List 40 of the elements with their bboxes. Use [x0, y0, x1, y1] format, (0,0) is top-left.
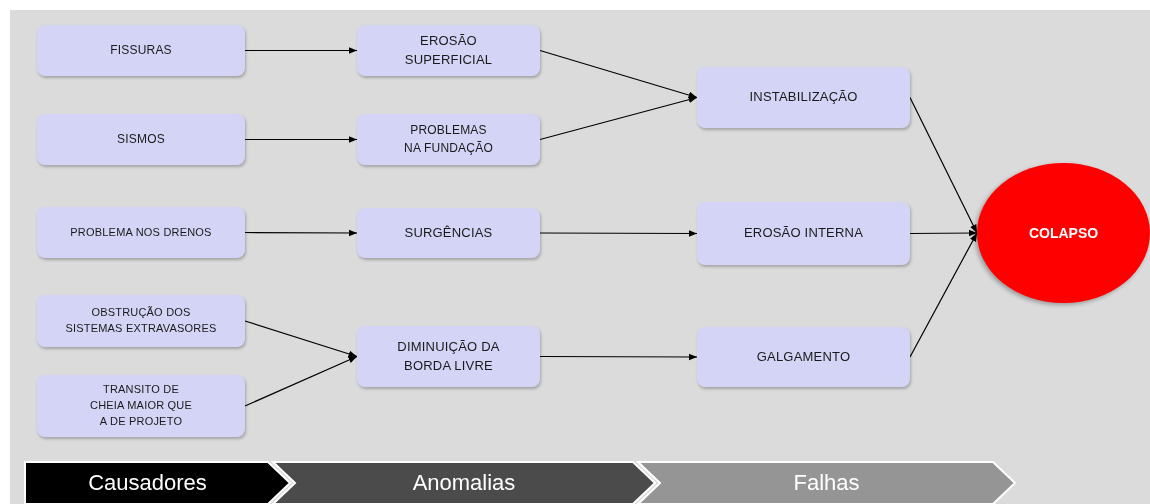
process-box: [697, 67, 910, 128]
node-text: GALGAMENTO: [756, 347, 851, 366]
process-box: [37, 114, 245, 165]
node-text: PROBLEMAS NA FUNDAÇÃO: [403, 122, 494, 157]
stage-label: Anomalias: [412, 470, 516, 496]
process-box: [37, 295, 245, 347]
node-text: COLAPSO: [1028, 225, 1099, 241]
arrow: [539, 230, 698, 237]
node-text: DIMINUIÇÃO DA BORDA LIVRE: [396, 337, 501, 375]
process-box: [697, 202, 910, 265]
process-box: [357, 25, 540, 76]
arrow: [539, 49, 698, 99]
node-text: SISMOS: [117, 130, 165, 148]
arrow: [244, 136, 358, 143]
arrow: [539, 353, 698, 361]
node-text: INSTABILIZAÇÃO: [749, 88, 858, 107]
process-box: [697, 327, 910, 387]
arrow: [244, 229, 358, 237]
node-text: PROBLEMA NOS DRENOS: [70, 224, 212, 240]
arrow: [909, 229, 978, 237]
stage-label: Falhas: [793, 470, 860, 496]
process-box: [37, 207, 245, 258]
process-box: [37, 25, 245, 76]
process-box: [357, 326, 540, 387]
arrow: [244, 355, 358, 407]
node-text: SURGÊNCIAS: [404, 223, 493, 242]
node-text: EROSÃO SUPERFICIAL: [403, 31, 494, 69]
arrow: [244, 320, 358, 358]
process-box: [37, 375, 245, 437]
arrow: [244, 47, 358, 54]
stage-label: Causadores: [88, 470, 208, 496]
node-text: OBSTRUÇÃO DOS SISTEMAS EXTRAVASORES: [64, 305, 218, 336]
process-box: [357, 208, 540, 258]
node-text: TRANSITO DE CHEIA MAIOR QUE A DE PROJETO: [89, 382, 193, 429]
node-text: EROSÃO INTERNA: [743, 224, 864, 243]
arrow: [909, 232, 978, 358]
process-box: [357, 114, 540, 165]
arrow: [539, 96, 698, 141]
arrow: [909, 96, 978, 234]
node-text: FISSURAS: [110, 41, 172, 59]
